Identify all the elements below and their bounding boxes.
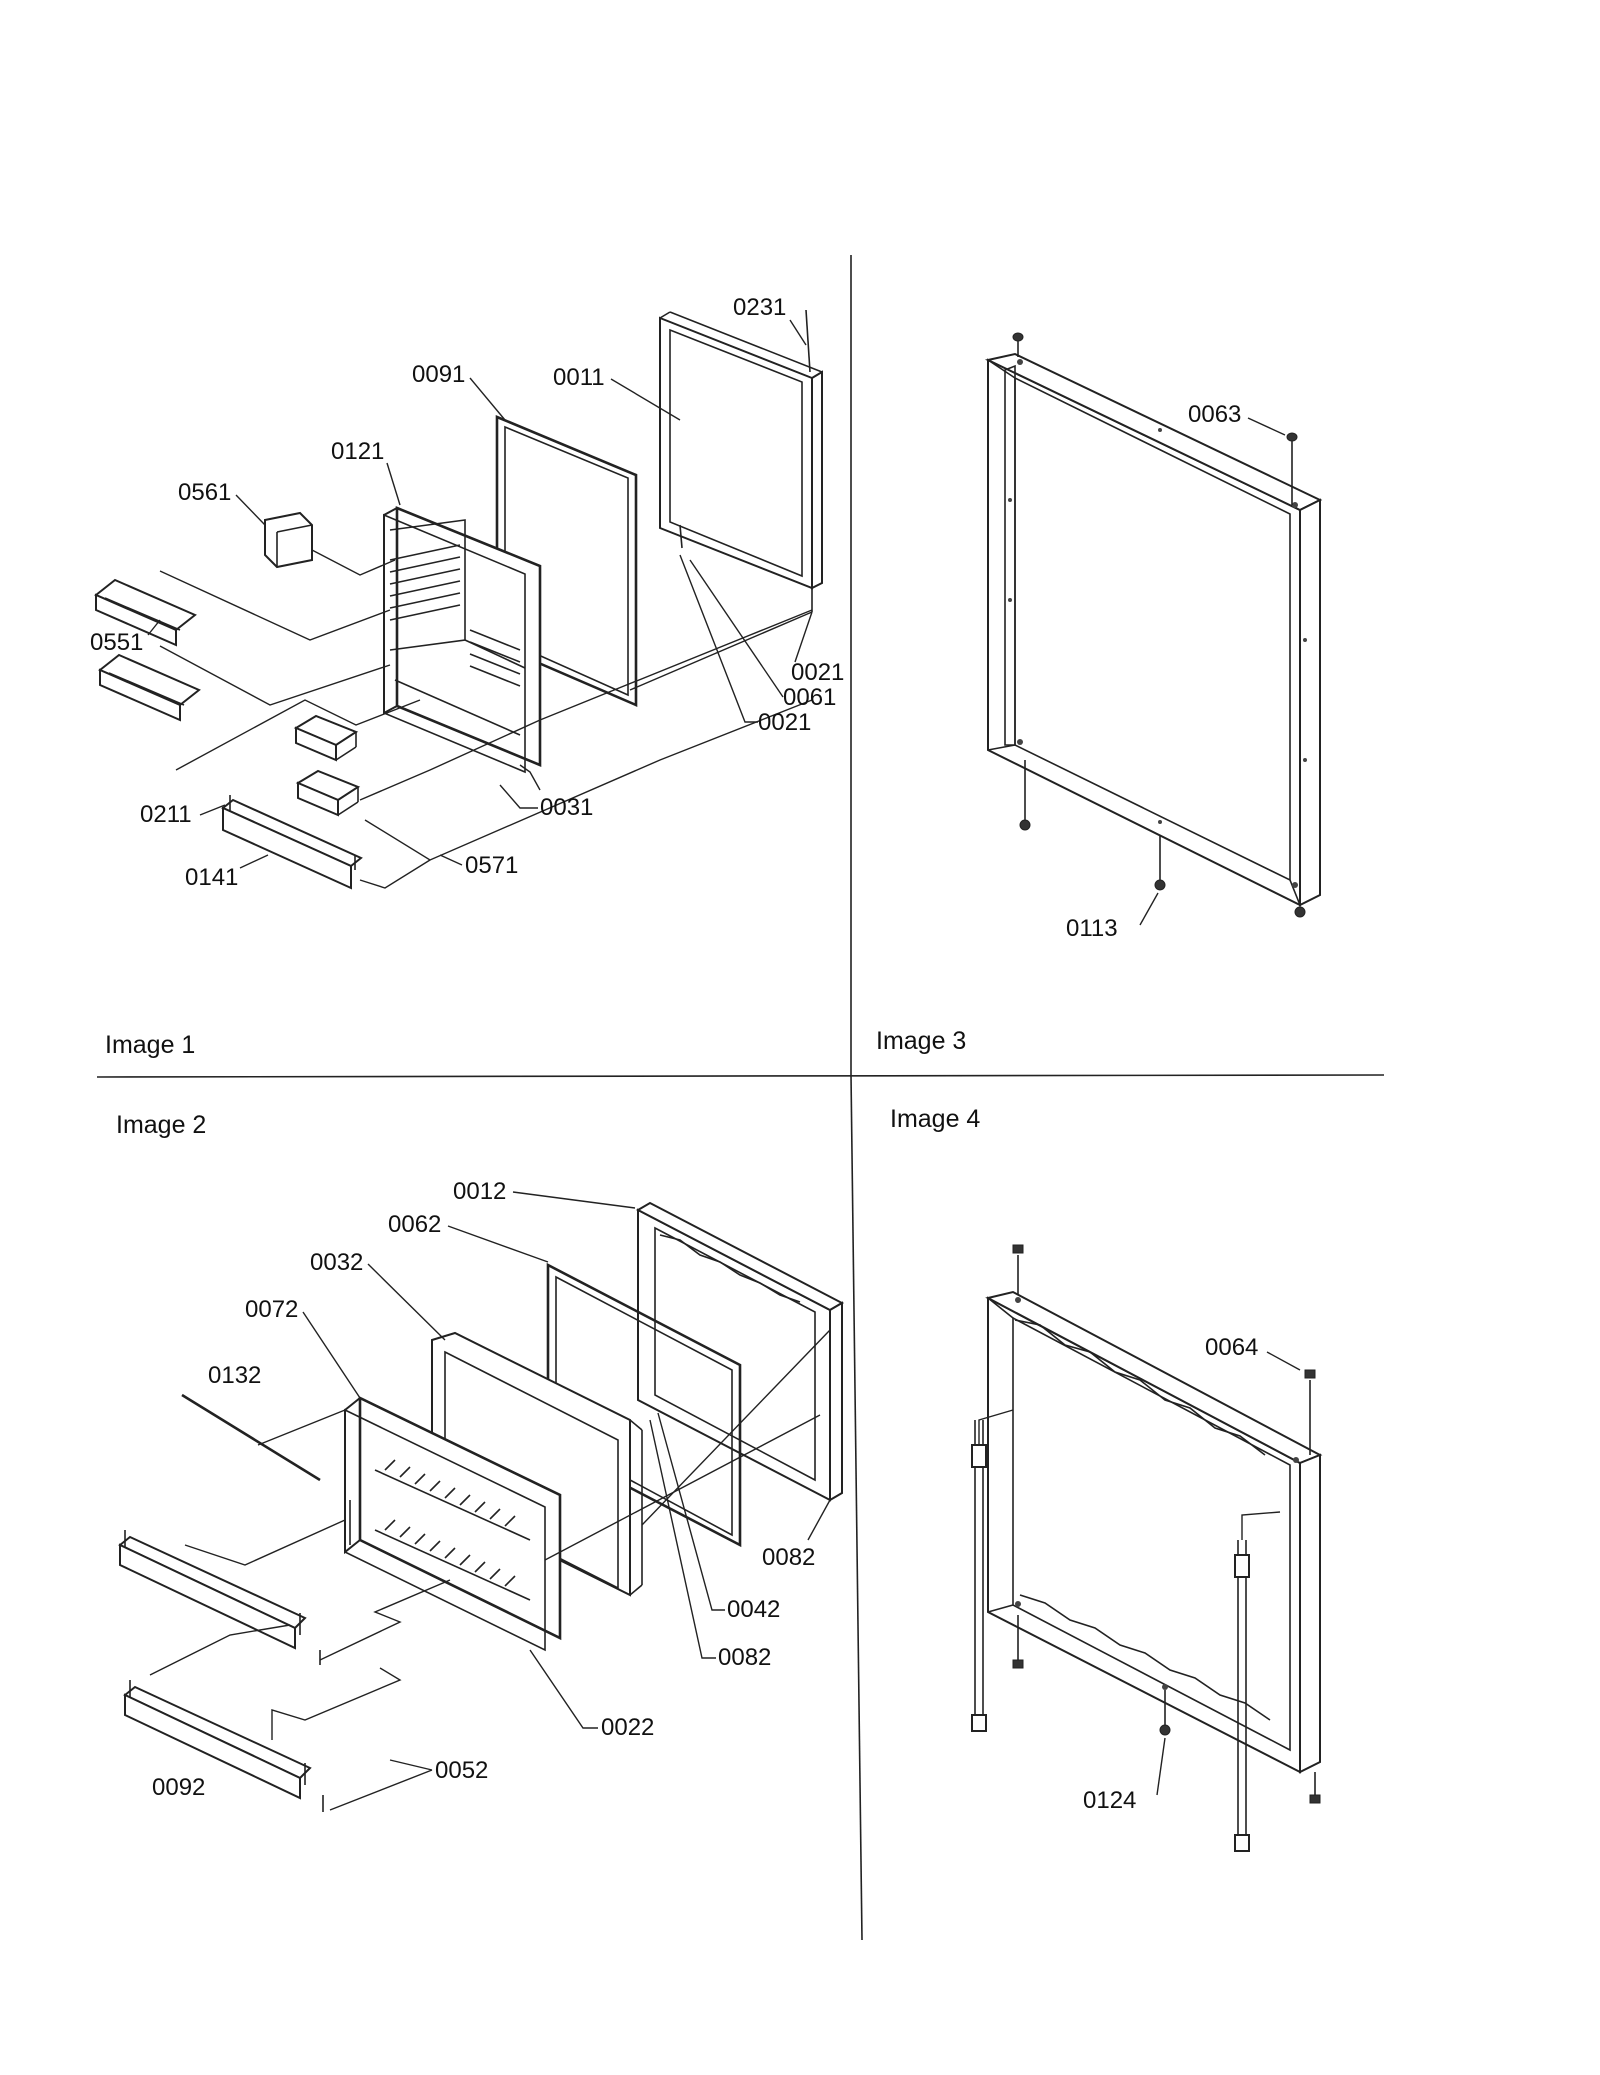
cover-0561	[264, 511, 396, 576]
image3-title: Image 3	[876, 1027, 966, 1055]
image1-title: Image 1	[105, 1031, 195, 1059]
door-shelf-0551-upper	[94, 570, 391, 647]
image4-panel: Image 4	[890, 1105, 1323, 1852]
door-shelf-upper-image2	[118, 1519, 451, 1665]
image2-title: Image 2	[116, 1111, 206, 1139]
bar-0132	[181, 1393, 346, 1482]
label-0042: 0042	[727, 1596, 780, 1623]
small-bin-0571-upper	[175, 699, 421, 771]
label-0032: 0032	[310, 1249, 363, 1276]
label-0571: 0571	[465, 852, 518, 879]
door-frame-image4	[985, 1290, 1323, 1774]
image1-callouts: 0231 0091 0011 0121 0561 0551 0021 0061 …	[90, 294, 844, 891]
label-0561: 0561	[178, 479, 231, 506]
label-0021-lower: 0021	[758, 709, 811, 736]
label-0082-lower: 0082	[718, 1644, 771, 1671]
image2-panel: Image 2	[116, 1111, 845, 1812]
label-0031: 0031	[540, 794, 593, 821]
door-shelf-0092	[123, 1624, 402, 1812]
image2-callouts: 0012 0062 0032 0072 0132 0082 0042 0082 …	[152, 1178, 831, 1811]
image2-assembly-lines	[544, 1329, 831, 1561]
label-0141: 0141	[185, 864, 238, 891]
label-0052: 0052	[435, 1757, 488, 1784]
label-0113: 0113	[1066, 915, 1118, 942]
label-0011: 0011	[553, 364, 605, 391]
label-0012: 0012	[453, 1178, 506, 1205]
image4-callouts: 0064 0124	[1083, 1334, 1301, 1814]
label-0091: 0091	[412, 361, 465, 388]
label-0064: 0064	[1205, 1334, 1258, 1361]
label-0231: 0231	[733, 294, 786, 321]
label-0082-upper: 0082	[762, 1544, 815, 1571]
image3-callouts: 0063 0113	[1066, 401, 1286, 942]
screw-0124-icon	[1159, 1724, 1171, 1736]
small-bin-0571-lower	[295, 719, 541, 817]
label-0211: 0211	[140, 801, 192, 828]
screw-0113-icon	[1154, 879, 1166, 891]
label-0021-upper: 0021	[791, 659, 844, 686]
label-0092: 0092	[152, 1774, 205, 1801]
label-0022: 0022	[601, 1714, 654, 1741]
screw-bottom-right-icon	[1294, 906, 1306, 918]
label-0063: 0063	[1188, 401, 1241, 428]
label-0124: 0124	[1083, 1787, 1136, 1814]
image4-title: Image 4	[890, 1105, 980, 1133]
image3-panel: Image 3	[876, 332, 1323, 1055]
screw-0064-icon	[1304, 1369, 1316, 1379]
screw-bottom-right-image4-icon	[1309, 1794, 1321, 1804]
door-liner-0121	[383, 506, 542, 774]
screws-image3	[1012, 332, 1306, 918]
image1-assembly-lines	[519, 609, 813, 791]
panel-dividers	[96, 255, 1385, 1941]
label-0061: 0061	[783, 684, 836, 711]
door-frame-image3	[984, 352, 1323, 907]
screw-bottom-left-icon	[1019, 819, 1031, 831]
hinge-rods-image4	[971, 1409, 1281, 1852]
frame-holes-image4	[1015, 1297, 1299, 1690]
label-0551: 0551	[90, 629, 143, 656]
label-0072: 0072	[245, 1296, 298, 1323]
frame-holes-image3	[1008, 359, 1307, 888]
screw-bottom-left-image4-icon	[1012, 1659, 1024, 1669]
door-bar-0141	[221, 699, 813, 890]
label-0132: 0132	[208, 1362, 261, 1389]
label-0062: 0062	[388, 1211, 441, 1238]
screw-top-left-image4-icon	[1012, 1244, 1024, 1254]
image1-panel: Image 1	[90, 294, 844, 1059]
screw-0063-icon	[1286, 432, 1298, 442]
screws-image4	[1012, 1244, 1321, 1804]
liner-shelf-grille	[374, 1459, 531, 1601]
door-shelf-0551-lower	[98, 645, 391, 722]
label-0121: 0121	[331, 438, 384, 465]
door-panel-0011	[659, 309, 823, 612]
screw-top-left-icon	[1012, 332, 1024, 342]
liner-shelf-ribs	[389, 544, 521, 687]
